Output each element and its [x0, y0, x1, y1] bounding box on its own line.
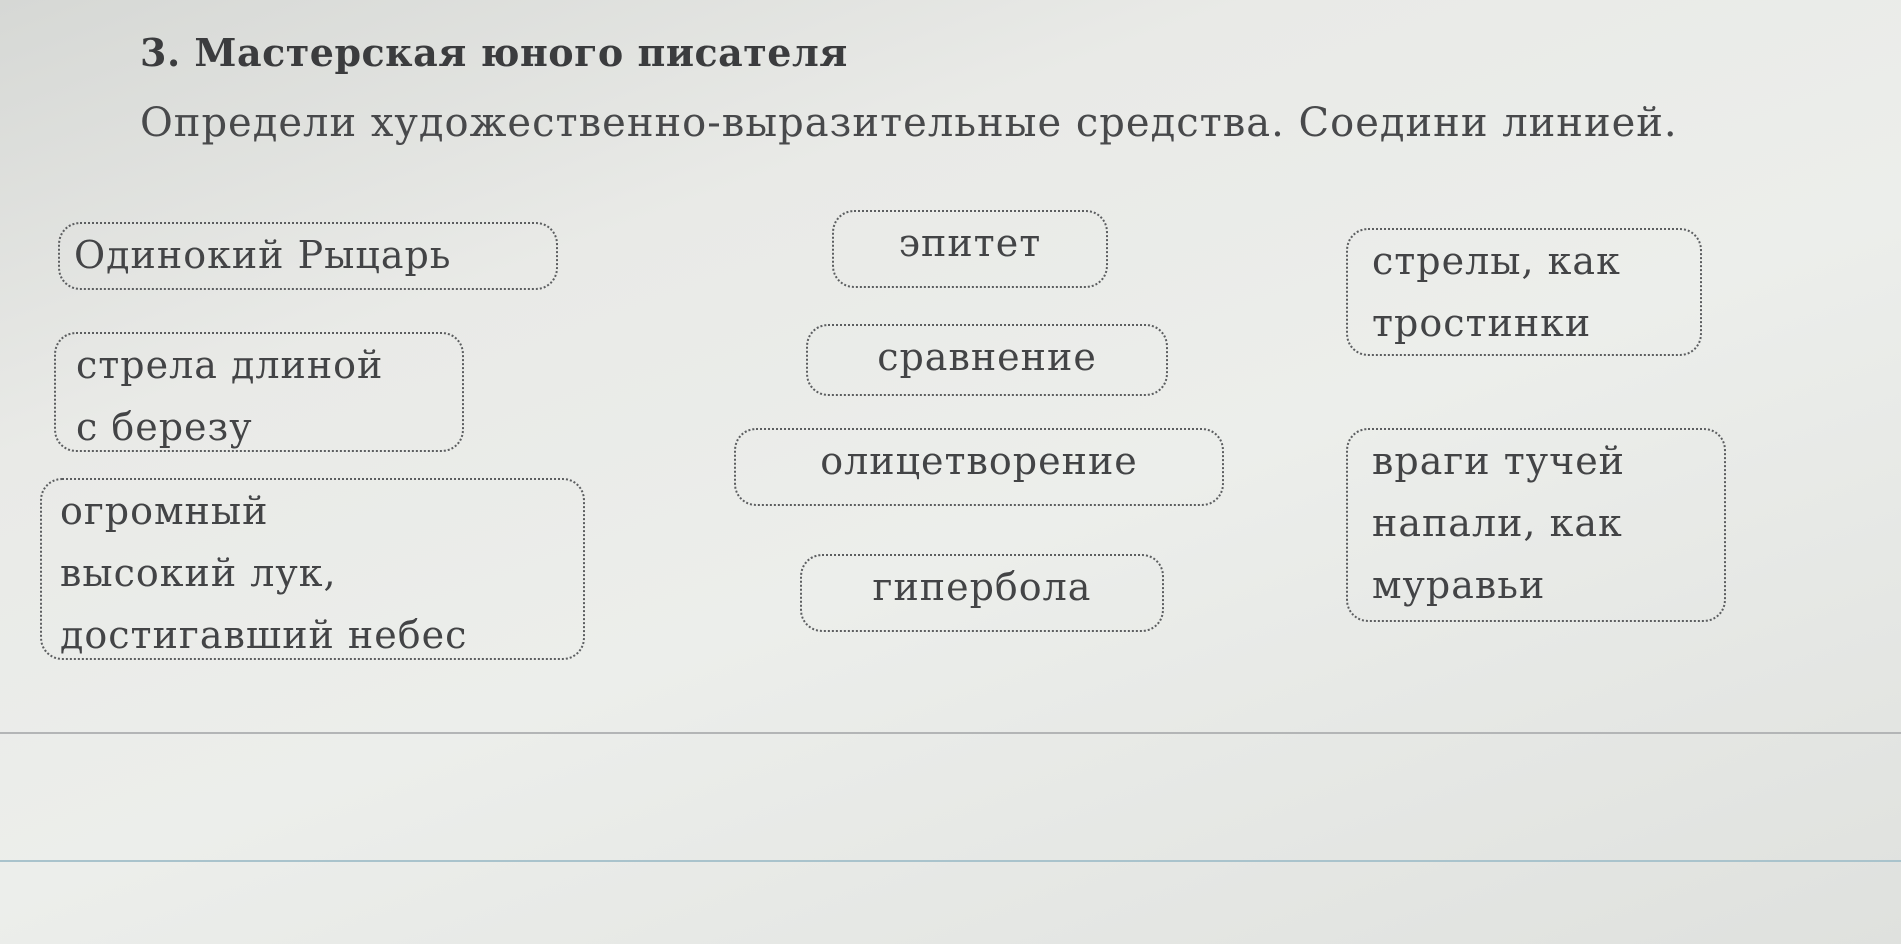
- device-box-personification[interactable]: олицетворение: [734, 428, 1224, 506]
- phrase-line: муравьи: [1372, 563, 1546, 607]
- device-box-hyperbole[interactable]: гипербола: [800, 554, 1164, 632]
- phrase-box-arrows-like-reeds[interactable]: стрелы, как тростинки: [1346, 228, 1702, 356]
- phrase-line: тростинки: [1372, 301, 1592, 345]
- device-box-epithet[interactable]: эпитет: [832, 210, 1108, 288]
- phrase-line: высокий лук,: [60, 551, 337, 595]
- device-box-comparison[interactable]: сравнение: [806, 324, 1168, 396]
- phrase-box-lonely-knight[interactable]: Одинокий Рыцарь: [58, 222, 558, 290]
- device-label: олицетворение: [820, 439, 1138, 483]
- device-label: эпитет: [898, 221, 1042, 265]
- exercise-heading: 3. Мастерская юного писателя: [140, 30, 848, 75]
- writing-line: [0, 860, 1901, 862]
- phrase-line: напали, как: [1372, 501, 1623, 545]
- phrase-line: огромный: [60, 489, 269, 533]
- phrase-box-enemies-like-ants[interactable]: враги тучей напали, как муравьи: [1346, 428, 1726, 622]
- device-label: сравнение: [877, 335, 1097, 379]
- phrase-line: стрелы, как: [1372, 239, 1621, 283]
- phrase-line: Одинокий Рыцарь: [74, 233, 452, 277]
- phrase-box-huge-bow[interactable]: огромный высокий лук, достигавший небес: [40, 478, 585, 660]
- writing-line: [0, 732, 1901, 734]
- phrase-line: стрела длиной: [76, 343, 384, 387]
- phrase-line: с березу: [76, 405, 253, 449]
- phrase-box-arrow-length[interactable]: стрела длиной с березу: [54, 332, 464, 452]
- phrase-line: достигавший небес: [60, 613, 468, 657]
- device-label: гипербола: [872, 565, 1092, 609]
- phrase-line: враги тучей: [1372, 439, 1626, 483]
- exercise-instruction: Определи художественно-выразительные сре…: [140, 100, 1678, 146]
